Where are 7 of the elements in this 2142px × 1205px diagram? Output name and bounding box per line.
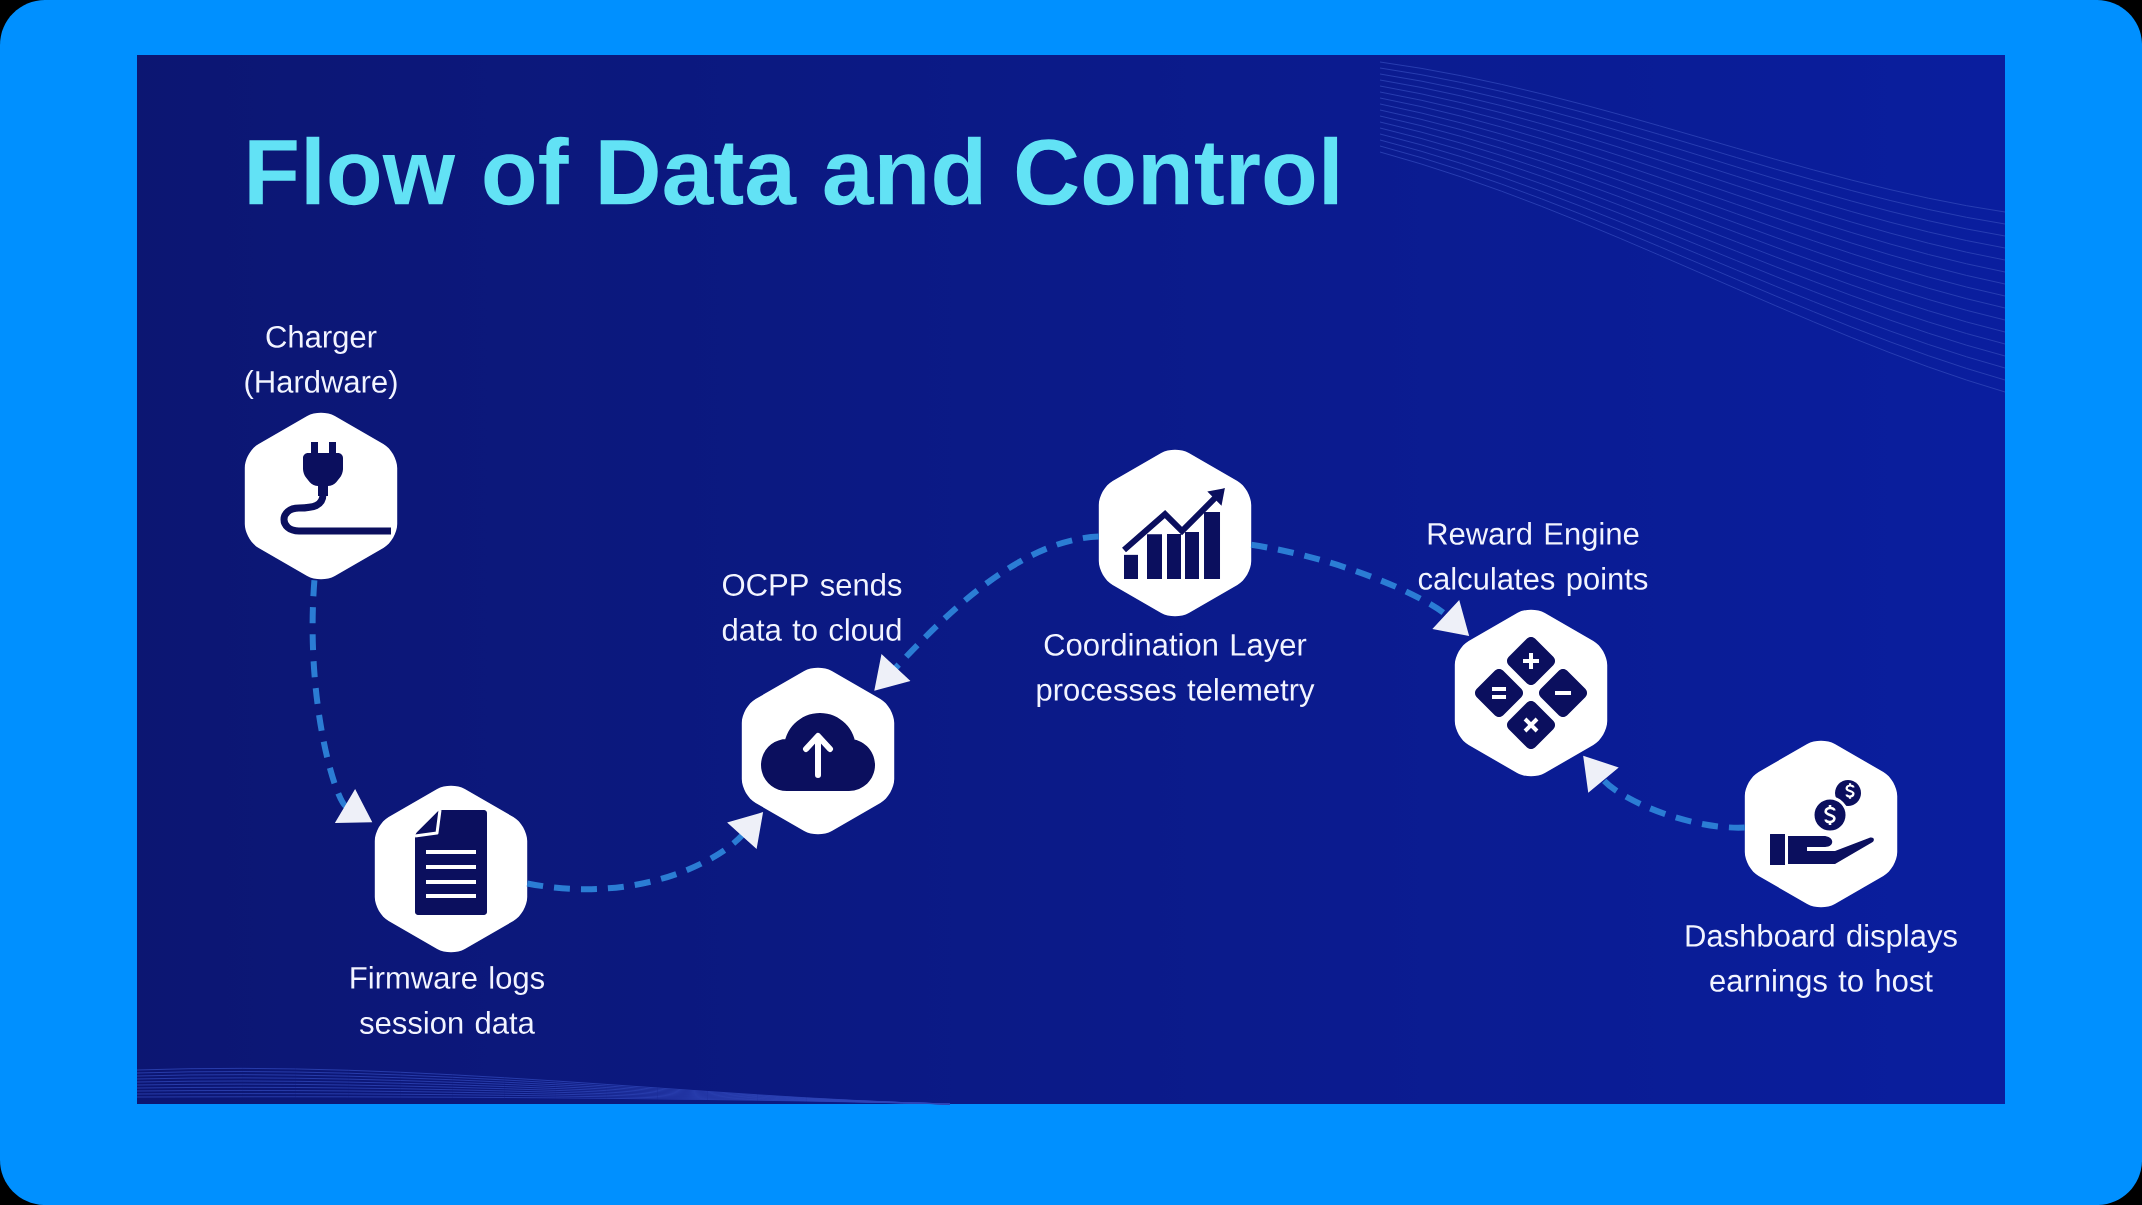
step-label: Coordination Layer processes telemetry xyxy=(1037,633,1315,707)
step-label: Charger (Hardware) xyxy=(245,325,397,399)
title: Flow of Data and Control xyxy=(249,136,1338,206)
step-label: Dashboard displays earnings to host xyxy=(1686,924,1957,998)
step-label: OCPP sends data to cloud xyxy=(722,573,902,641)
step-label: Reward Engine calculates points xyxy=(1418,522,1648,596)
step-label: Firmware logs session data xyxy=(351,966,545,1034)
